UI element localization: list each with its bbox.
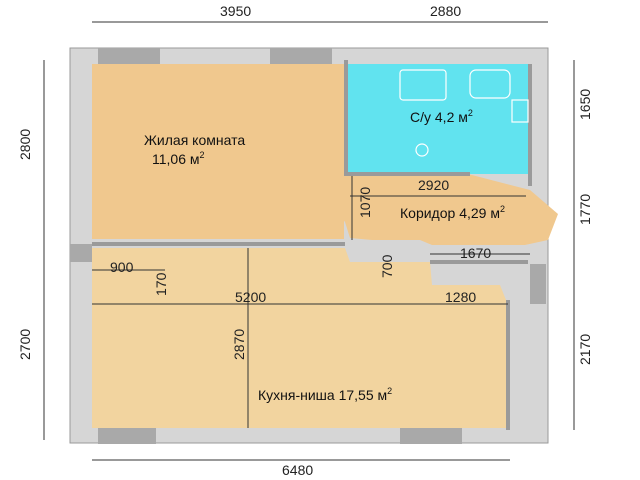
dim-kitchen-5200: 5200 [235,289,266,305]
room-living-label: Жилая комната 11,06 м2 [144,132,245,167]
corridor-floor [318,174,558,245]
room-bath-label: С/у 4,2 м2 [410,108,473,125]
dim-corridor-width: 2920 [418,177,449,193]
dim-corridor-depth: 1070 [357,187,373,218]
bathtub-icon [399,69,447,101]
room-name-area: С/у 4,2 м2 [410,108,473,125]
room-name: Кухня-ниша [258,387,335,403]
room-area-value: 4,2 м [435,109,468,125]
room-area-value: 17,55 м [339,387,388,403]
room-name: С/у [410,109,431,125]
window [400,428,462,444]
room-name-area: Коридор 4,29 м2 [400,204,505,221]
dim-left-lower: 2700 [17,329,33,360]
dim-top-left: 3950 [220,3,251,19]
dim-kitchen-1280: 1280 [445,289,476,305]
room-name: Коридор [400,205,456,221]
room-area-sup: 2 [500,204,505,214]
dimension-lines [43,21,575,461]
sink-icon [511,99,529,123]
dim-opening-700: 700 [379,254,395,278]
room-area: 11,06 м2 [152,150,205,167]
room-name: Жилая комната [144,132,245,148]
window [98,48,160,64]
room-corridor-label: Коридор 4,29 м2 [400,204,505,221]
window [530,264,546,304]
living-room-floor [92,64,344,239]
dim-kitchen-900: 900 [110,259,134,275]
dim-right-kitchen: 2170 [577,334,593,365]
bath-fixtures [399,69,529,157]
dim-right-bath: 1650 [577,89,593,120]
shower-drain-icon [415,143,429,157]
room-name-area: Кухня-ниша 17,55 м2 [258,386,392,403]
window [270,48,332,64]
dim-top-right: 2880 [430,3,461,19]
dim-bottom-total: 6480 [282,462,313,478]
room-kitchen-label: Кухня-ниша 17,55 м2 [258,386,392,403]
toilet-icon [469,69,511,99]
window [98,428,156,444]
dim-right-corridor: 1770 [577,194,593,225]
bathroom-floor [348,64,530,174]
partitions [92,60,532,430]
room-area-sup: 2 [200,150,205,160]
dim-kitchen-2870: 2870 [231,329,247,360]
kitchen-floor [92,248,508,428]
room-area-sup: 2 [387,386,392,396]
room-area-sup: 2 [468,108,473,118]
dim-kitchen-170: 170 [153,272,169,296]
window [70,244,92,262]
dim-corridor-inner: 1670 [460,245,491,261]
windows [70,48,546,444]
dim-left-upper: 2800 [17,129,33,160]
room-area-value: 11,06 м [152,151,200,167]
room-area-value: 4,29 м [459,205,500,221]
